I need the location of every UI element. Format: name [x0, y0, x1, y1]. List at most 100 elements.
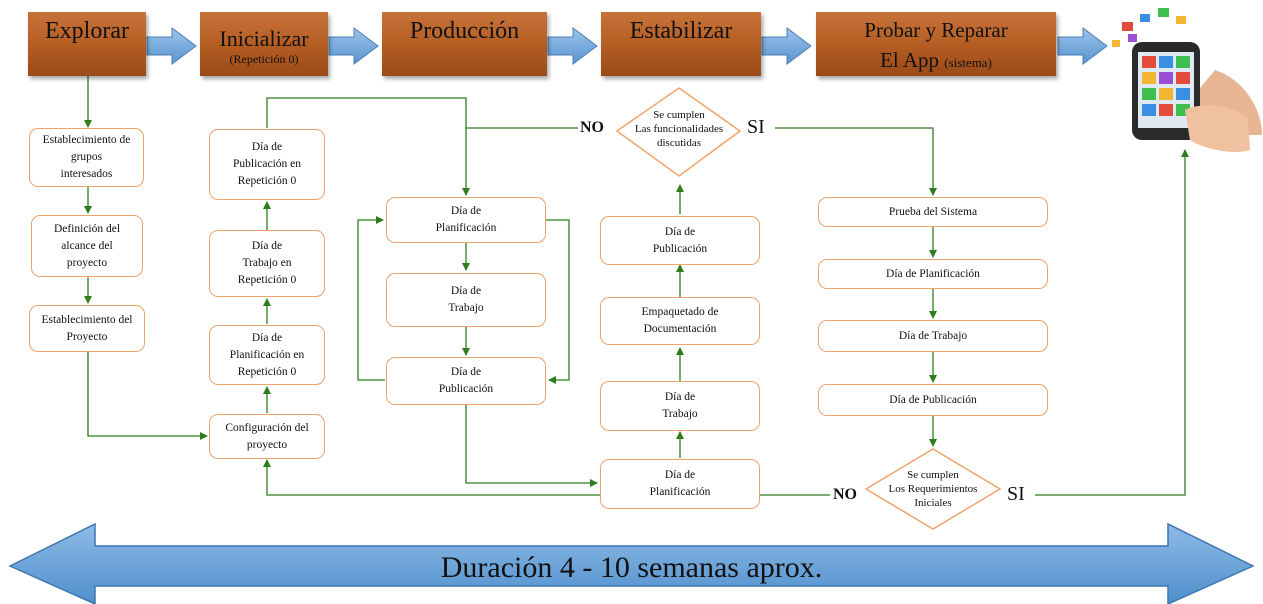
phase-arrow-5 — [1057, 27, 1108, 65]
node-text: Día de — [251, 141, 283, 153]
decision-funcionalidades: Se cumplen Las funcionalidades discutida… — [622, 108, 736, 150]
node-text: Día de Publicación — [889, 393, 977, 406]
node-text: Trabajo en — [242, 257, 292, 269]
node-text: Publicación — [438, 383, 494, 395]
node-estabilizar-publicacion: Día de Publicación — [600, 216, 760, 265]
phase-estabilizar-title: Estabilizar — [629, 18, 733, 44]
node-text: proyecto — [246, 438, 288, 451]
node-text: Empaquetado de — [641, 306, 719, 318]
node-text: Día de — [664, 391, 696, 403]
decision-diamond-top — [615, 87, 742, 177]
node-publicacion-rep0: Día de Publicación en Repetición 0 — [209, 129, 325, 200]
label-si-bottom: SI — [1007, 483, 1025, 505]
node-probar-planificacion: Día de Planificación — [818, 259, 1048, 289]
node-text: Día de — [251, 331, 283, 344]
decision-text: Los Requerimientos — [888, 483, 978, 495]
node-text: Día de — [450, 285, 482, 297]
phase-inicializar-subtitle: (Repetición 0) — [229, 52, 299, 66]
flow-line — [87, 352, 208, 440]
flow-line — [1035, 149, 1189, 496]
phase-probar-subtitle: (sistema) — [944, 55, 992, 70]
decision-text: discutidas — [657, 137, 701, 149]
duration-label: Duración 4 - 10 semanas aprox. — [440, 551, 823, 584]
label-no-top: NO — [580, 119, 604, 136]
node-text: Día de — [251, 240, 283, 252]
node-text: grupos — [70, 151, 103, 163]
node-establecimiento-grupos: Establecimiento de grupos interesados — [29, 128, 144, 187]
node-text: Planificación en — [229, 348, 305, 361]
node-produccion-trabajo: Día de Trabajo — [386, 273, 546, 327]
duration-arrow — [8, 522, 1255, 604]
flow-line — [263, 459, 600, 496]
decision-text: Iniciales — [914, 497, 952, 509]
node-text: Definición del — [53, 222, 121, 235]
node-produccion-planificacion: Día de Planificación — [386, 197, 546, 243]
node-text: Documentación — [643, 323, 717, 335]
decision-requerimientos: Se cumplen Los Requerimientos Iniciales — [872, 468, 994, 510]
node-text: Establecimiento del — [41, 313, 133, 326]
flow-line — [465, 405, 598, 487]
node-text: Configuración del — [225, 421, 309, 434]
node-text: Trabajo — [662, 408, 698, 420]
node-text: Planificación — [649, 486, 711, 498]
node-produccion-publicacion: Día de Publicación — [386, 357, 546, 405]
node-text: Día de Planificación — [886, 267, 980, 280]
node-probar-trabajo: Día de Trabajo — [818, 320, 1048, 352]
node-text: Día de — [450, 366, 482, 378]
node-text: Día de — [664, 469, 696, 481]
node-text: Establecimiento de — [42, 134, 131, 146]
node-text: Repetición 0 — [237, 274, 297, 286]
flow-line — [266, 97, 470, 196]
flow-line — [546, 219, 570, 384]
phase-arrow-3 — [547, 27, 598, 65]
node-text: Día de Trabajo — [898, 329, 968, 342]
phase-inicializar: Inicializar (Repetición 0) — [200, 12, 328, 76]
phase-arrow-1 — [146, 27, 197, 65]
decision-text: Las funcionalidades — [634, 123, 724, 135]
node-text: Proyecto — [66, 330, 108, 343]
decision-text: Se cumplen — [907, 469, 959, 481]
phase-produccion-title: Producción — [409, 18, 520, 44]
phone-app-icon — [1112, 8, 1262, 152]
phase-explorar-title: Explorar — [45, 18, 129, 44]
flow-line — [357, 216, 385, 381]
phase-explorar: Explorar — [28, 12, 146, 76]
phase-arrow-2 — [328, 27, 379, 65]
node-probar-publicacion: Día de Publicación — [818, 384, 1048, 416]
node-text: Repetición 0 — [237, 175, 297, 187]
node-text: Día de — [664, 225, 696, 238]
label-si-top: SI — [747, 116, 765, 138]
phase-probar-title-line1: Probar y Reparar — [864, 18, 1008, 42]
node-prueba-sistema: Prueba del Sistema — [818, 197, 1048, 227]
node-empaquetado-documentacion: Empaquetado de Documentación — [600, 297, 760, 345]
node-estabilizar-planificacion: Día de Planificación — [600, 459, 760, 509]
node-text: Repetición 0 — [237, 365, 297, 378]
node-text: Publicación en — [232, 158, 302, 170]
phase-probar-title-line2: El App (sistema) — [816, 47, 1056, 76]
phase-produccion: Producción — [382, 12, 547, 76]
decision-diamond-bottom — [864, 448, 1002, 530]
decision-text: Se cumplen — [653, 109, 705, 121]
node-text: proyecto — [66, 256, 108, 269]
phase-inicializar-title: Inicializar — [219, 26, 309, 51]
node-text: Publicación — [652, 242, 708, 255]
node-text: alcance del — [61, 239, 113, 252]
phase-arrow-4 — [761, 27, 812, 65]
node-configuracion-proyecto: Configuración del proyecto — [209, 414, 325, 459]
node-planificacion-rep0: Día de Planificación en Repetición 0 — [209, 325, 325, 385]
phase-estabilizar: Estabilizar — [601, 12, 761, 76]
node-establecimiento-proyecto: Establecimiento del Proyecto — [29, 305, 145, 352]
node-text: Planificación — [435, 222, 497, 234]
phase-probar: Probar y Reparar El App (sistema) — [816, 12, 1056, 76]
node-text: Prueba del Sistema — [888, 205, 978, 218]
node-text: Día de — [450, 205, 482, 217]
node-definicion-alcance: Definición del alcance del proyecto — [31, 215, 143, 277]
node-text: Trabajo — [448, 302, 484, 314]
node-trabajo-rep0: Día de Trabajo en Repetición 0 — [209, 230, 325, 297]
phase-probar-app: El App — [880, 48, 939, 72]
flow-line — [775, 127, 937, 196]
node-text: interesados — [60, 168, 113, 180]
node-estabilizar-trabajo: Día de Trabajo — [600, 381, 760, 431]
